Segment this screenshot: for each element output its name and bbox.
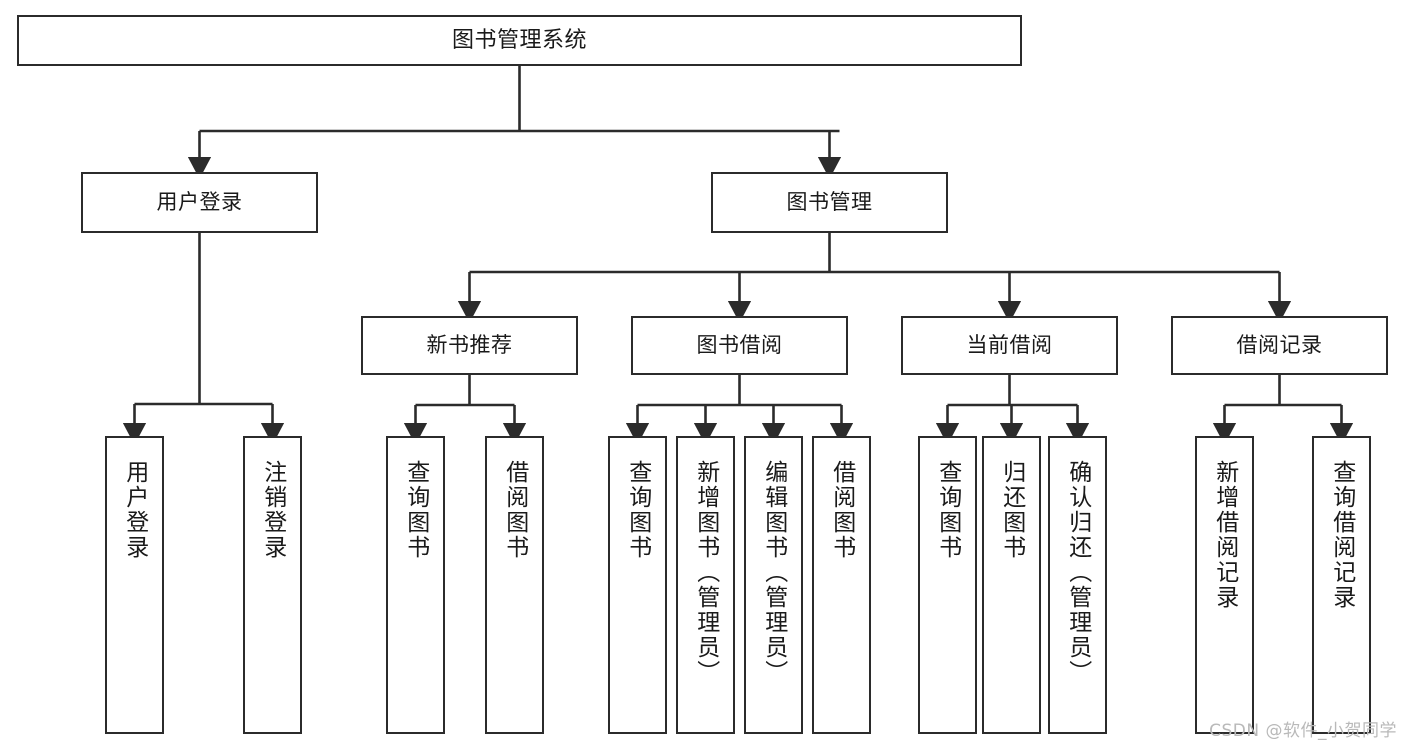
leaf-book-borrow-edit-book-admin[interactable]: 编辑图书（管理员） xyxy=(744,436,803,734)
node-label: 当前借阅 xyxy=(966,333,1053,358)
node-label: 确认归还（管理员） xyxy=(1064,460,1091,685)
leaf-current-borrow-query-book[interactable]: 查询图书 xyxy=(918,436,977,734)
node-label: 图书管理系统 xyxy=(451,27,587,53)
node-label: 借阅图书 xyxy=(501,460,528,560)
node-label: 新增图书（管理员） xyxy=(692,460,719,685)
node-label: 用户登录 xyxy=(121,460,148,560)
node-borrow-record[interactable]: 借阅记录 xyxy=(1171,316,1388,375)
leaf-borrow-record-add-record[interactable]: 新增借阅记录 xyxy=(1195,436,1254,734)
node-label: 查询图书 xyxy=(624,460,651,560)
node-label: 图书管理 xyxy=(786,190,873,215)
node-label: 新书推荐 xyxy=(426,333,513,358)
node-book-borrow[interactable]: 图书借阅 xyxy=(631,316,848,375)
leaf-book-borrow-add-book-admin[interactable]: 新增图书（管理员） xyxy=(676,436,735,734)
node-label: 编辑图书（管理员） xyxy=(760,460,787,685)
node-current-borrow[interactable]: 当前借阅 xyxy=(901,316,1118,375)
node-label: 查询图书 xyxy=(402,460,429,560)
leaf-user-login-logout[interactable]: 注销登录 xyxy=(243,436,302,734)
node-root-system[interactable]: 图书管理系统 xyxy=(17,15,1022,66)
leaf-current-borrow-confirm-return-admin[interactable]: 确认归还（管理员） xyxy=(1048,436,1107,734)
leaf-new-book-borrow-book[interactable]: 借阅图书 xyxy=(485,436,544,734)
node-label: 查询借阅记录 xyxy=(1328,460,1355,610)
leaf-new-book-query-book[interactable]: 查询图书 xyxy=(386,436,445,734)
leaf-user-login-login[interactable]: 用户登录 xyxy=(105,436,164,734)
leaf-book-borrow-query-book[interactable]: 查询图书 xyxy=(608,436,667,734)
node-label: 查询图书 xyxy=(934,460,961,560)
node-label: 注销登录 xyxy=(259,460,286,560)
node-label: 新增借阅记录 xyxy=(1211,460,1238,610)
node-label: 用户登录 xyxy=(156,190,243,215)
node-user-login[interactable]: 用户登录 xyxy=(81,172,318,233)
node-book-management[interactable]: 图书管理 xyxy=(711,172,948,233)
leaf-book-borrow-borrow-book[interactable]: 借阅图书 xyxy=(812,436,871,734)
leaf-current-borrow-return-book[interactable]: 归还图书 xyxy=(982,436,1041,734)
node-label: 借阅图书 xyxy=(828,460,855,560)
node-new-book-recommend[interactable]: 新书推荐 xyxy=(361,316,578,375)
node-label: 借阅记录 xyxy=(1236,333,1323,358)
watermark: CSDN @软件_小贺同学 xyxy=(1209,721,1397,741)
node-label: 图书借阅 xyxy=(696,333,783,358)
leaf-borrow-record-query-record[interactable]: 查询借阅记录 xyxy=(1312,436,1371,734)
node-label: 归还图书 xyxy=(998,460,1025,560)
